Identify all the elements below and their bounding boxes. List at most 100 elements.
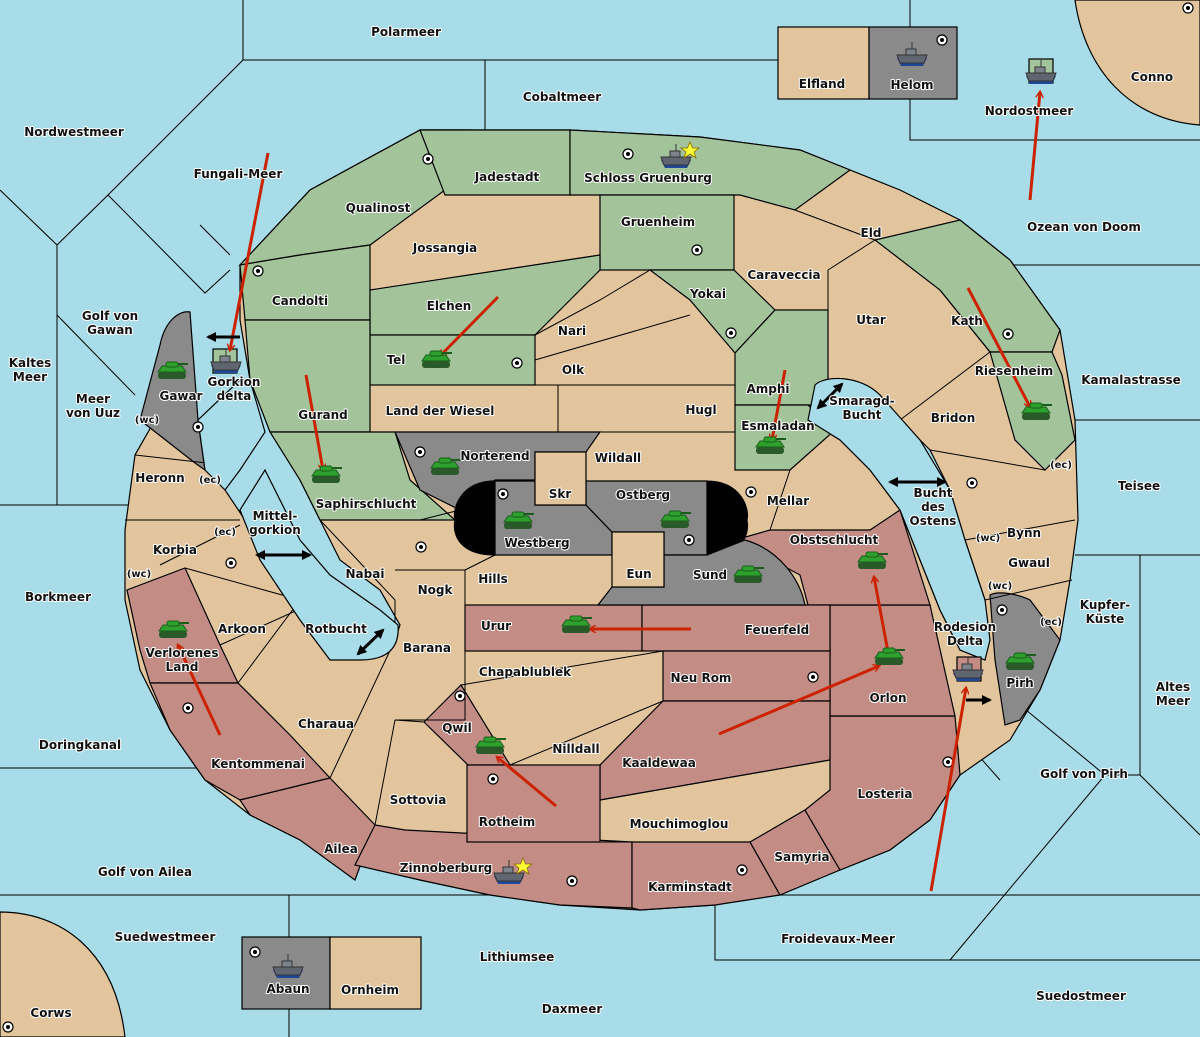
province-jadestadt[interactable]	[419, 129, 571, 196]
land-label-caraveccia: Caraveccia	[747, 268, 820, 282]
fleet-ship-icon[interactable]	[210, 349, 242, 373]
land-label-jadestadt: Jadestadt	[474, 170, 540, 184]
land-label-eun: Eun	[626, 567, 651, 581]
supply-center-icon	[736, 864, 748, 876]
supply-center-icon	[225, 557, 237, 569]
province-conno[interactable]	[1074, 0, 1200, 126]
land-label-rotheim: Rotheim	[479, 815, 536, 829]
army-tank-icon[interactable]	[311, 465, 342, 483]
province-ornheim[interactable]	[329, 936, 422, 1010]
sea-label-lithiumsee: Lithiumsee	[480, 950, 555, 964]
supply-center-icon	[622, 148, 634, 160]
army-tank-icon[interactable]	[421, 350, 452, 368]
coast-label-label: (ec)	[199, 475, 221, 486]
army-tank-icon[interactable]	[158, 620, 189, 638]
sea-label-fungali-meer: Fungali-Meer	[194, 167, 283, 181]
land-label-abaun: Abaun	[266, 982, 309, 996]
land-label-riesenheim: Riesenheim	[975, 364, 1054, 378]
double-arrow-icon	[356, 628, 385, 656]
province-skr[interactable]	[534, 451, 587, 506]
land-label-land-der-wiesel: Land der Wiesel	[386, 404, 495, 418]
land-label-tel: Tel	[387, 353, 406, 367]
move-order-arrow	[497, 757, 557, 808]
land-label-utar: Utar	[856, 313, 886, 327]
province-rotheim[interactable]	[466, 764, 601, 843]
coast-label-label: (ec)	[1050, 460, 1072, 471]
sea-smaragd-bucht-bucht-des-ostens[interactable]	[807, 377, 991, 661]
army-tank-icon[interactable]	[503, 511, 534, 529]
land-label-amphi: Amphi	[746, 382, 789, 396]
army-tank-icon[interactable]	[755, 436, 786, 454]
supply-center-icon	[745, 486, 757, 498]
army-tank-icon[interactable]	[1005, 652, 1036, 670]
province-sund[interactable]	[596, 539, 806, 606]
supply-center-icon	[454, 690, 466, 702]
supply-center-icon	[566, 875, 578, 887]
land-label-pirh: Pirh	[1006, 676, 1033, 690]
land-label-elchen: Elchen	[427, 299, 472, 313]
land-label-kentommenai: Kentommenai	[211, 757, 305, 771]
army-tank-icon[interactable]	[561, 615, 592, 633]
fleet-ship-icon[interactable]	[896, 42, 928, 66]
coast-label-label: (wc)	[976, 533, 1000, 544]
supply-center-icon	[725, 327, 737, 339]
land-label-corws: Corws	[30, 1006, 71, 1020]
coast-label-label: (ec)	[214, 527, 236, 538]
army-tank-icon[interactable]	[475, 736, 506, 754]
province-eun[interactable]	[611, 531, 665, 588]
army-tank-icon[interactable]	[157, 361, 188, 379]
fleet-ship-icon[interactable]	[952, 657, 984, 681]
land-label-elfland: Elfland	[799, 77, 845, 91]
fleet-ship-icon[interactable]	[493, 856, 534, 884]
sea-label-doringkanal: Doringkanal	[39, 738, 121, 752]
units	[157, 42, 1057, 978]
army-tank-icon[interactable]	[857, 551, 888, 569]
province-gruenheim[interactable]	[599, 194, 735, 271]
sea-mittel-gorkion-rotbucht[interactable]	[239, 468, 399, 661]
land-label-schloss-gruenburg: Schloss Gruenburg	[584, 171, 712, 185]
army-tank-icon[interactable]	[660, 510, 691, 528]
land-label-westberg: Westberg	[504, 536, 569, 550]
sea-label-mittel-gorkion: Mittel-gorkion	[249, 509, 301, 537]
land-label-gurand: Gurand	[298, 408, 348, 422]
sea-label-froidevaux-meer: Froidevaux-Meer	[781, 932, 895, 946]
fleet-ship-icon[interactable]	[1025, 60, 1057, 84]
supply-center-icon	[1182, 2, 1194, 14]
neutral-borders	[125, 195, 1076, 843]
province-obstschlucht[interactable]	[733, 509, 931, 606]
province-elfland[interactable]	[777, 26, 870, 100]
coast-label-label: (wc)	[988, 581, 1012, 592]
army-tank-icon[interactable]	[430, 457, 461, 475]
army-tank-icon[interactable]	[874, 647, 905, 665]
move-order-arrow	[772, 369, 787, 440]
army-tank-icon[interactable]	[1021, 402, 1052, 420]
move-order-arrow	[929, 688, 966, 892]
province-corws[interactable]	[0, 911, 126, 1037]
land-label-qualinost: Qualinost	[346, 201, 411, 215]
land-label-jossangia: Jossangia	[412, 241, 477, 255]
land-label-zinnoberburg: Zinnoberburg	[400, 861, 492, 875]
move-order-arrow	[1028, 92, 1040, 201]
retreat-arrows	[206, 332, 992, 705]
province-schloss-gruenburg[interactable]	[569, 129, 852, 211]
fleet-ship-icon[interactable]	[272, 954, 304, 978]
province-neu-rom[interactable]	[662, 650, 831, 702]
army-tank-icon[interactable]	[733, 565, 764, 583]
fleet-ship-icon[interactable]	[660, 140, 701, 168]
province-gawar[interactable]	[139, 311, 206, 472]
land-label-gwaul: Gwaul	[1008, 556, 1050, 570]
province-labels: PolarmeerCobaltmeerNordwestmeerFungali-M…	[8, 24, 1191, 1021]
move-orders	[178, 92, 1040, 892]
supply-center-icon	[2, 1021, 14, 1033]
star-icon	[679, 140, 701, 159]
coast-label-label: (ec)	[1040, 617, 1062, 628]
land-label-conno: Conno	[1131, 70, 1173, 84]
land-label-bynn: Bynn	[1007, 526, 1041, 540]
